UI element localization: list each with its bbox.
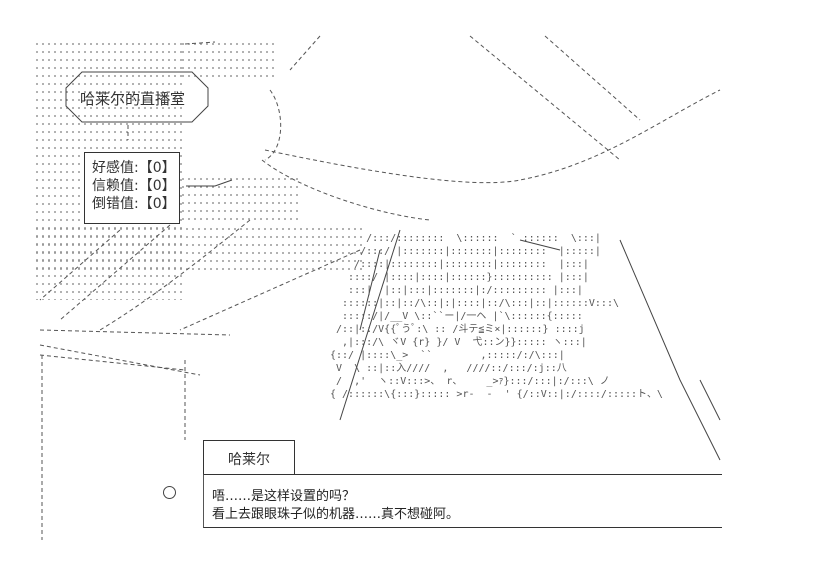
character-ascii-art: /:::/:::::::: \:::::: ` :::::: \:::| /::… xyxy=(330,233,663,400)
stat-favorability: 好感值:【0】 xyxy=(92,160,176,176)
speaker-name: 哈莱尔 xyxy=(228,452,270,468)
stat-value: 【0】 xyxy=(138,160,176,176)
stat-label: 好感值 xyxy=(92,160,134,176)
stat-value: 【0】 xyxy=(138,178,176,194)
circle-marker xyxy=(163,486,176,499)
dialog-box xyxy=(203,474,722,528)
speaker-tab xyxy=(203,440,295,475)
stat-label: 信赖值 xyxy=(92,178,134,194)
stream-title: 哈莱尔的直播室 xyxy=(80,90,186,108)
stat-trust: 信赖值:【0】 xyxy=(92,178,176,194)
dialog-line-1: 唔……是这样设置的吗？ xyxy=(212,489,356,504)
stats-panel xyxy=(84,152,180,224)
stat-perversion: 倒错值:【0】 xyxy=(92,196,176,212)
dialog-line-2: 看上去跟眼珠子似的机器……真不想碰阿。 xyxy=(212,507,460,522)
stat-label: 倒错值 xyxy=(92,196,134,212)
dotted-background-right xyxy=(180,175,300,225)
stat-value: 【0】 xyxy=(138,196,176,212)
dotted-background-middle xyxy=(180,40,275,80)
dotted-background-lower xyxy=(34,225,364,270)
